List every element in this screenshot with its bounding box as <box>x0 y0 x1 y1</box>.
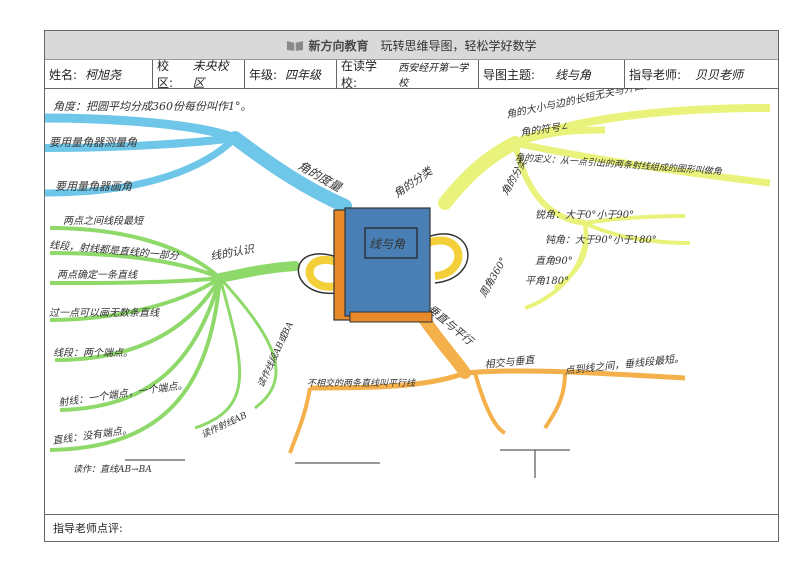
topic-value: 线与角 <box>555 67 592 82</box>
book-cover <box>344 207 431 317</box>
angles-item-4: 锐角：大于0°小于90° <box>535 209 634 221</box>
lines-item-6: 射线：一个端点，一个端点。 <box>58 379 188 409</box>
lines-branch-line-3 <box>49 276 221 285</box>
book-label-frame <box>364 227 418 259</box>
perp-item-1: 不相交的两条直线叫平行线 <box>307 378 416 389</box>
lines-branch-line-8 <box>194 277 242 430</box>
lines-item-1: 两点之间线段最短 <box>63 215 145 227</box>
perp-branch: 垂直与平行 不相交的两条直线叫平行线 相交与垂直 点到线之间，垂线段最短。 <box>288 302 686 478</box>
teacher-label: 指导老师: <box>629 67 682 82</box>
center-book: 线与角 <box>297 207 469 323</box>
lines-item-9: 读作射线AB <box>200 410 250 441</box>
angles-item-7: 平角180° <box>525 275 569 287</box>
slogan: 玩转思维导图，轻松学好数学 <box>380 38 537 53</box>
school-value: 西安经开第一学校 <box>398 63 469 89</box>
perp-branch-line-2 <box>288 387 312 454</box>
brand: 新方向教育 <box>286 37 369 54</box>
lines-branch-line-4 <box>49 276 222 322</box>
lines-item-8: 读作：直线AB→BA <box>73 464 152 475</box>
lines-item-4: 过一点可以画无数条直线 <box>49 307 160 319</box>
comment-row: 指导老师点评: <box>45 514 778 541</box>
measure-branch-line-1 <box>45 113 240 143</box>
mind-map: 角的度量 角度：把圆平均分成360份每份叫作1°。 要用量角器测量角 要用量角器… <box>45 88 771 478</box>
name-value: 柯旭尧 <box>85 67 122 82</box>
lines-branch-line-2 <box>49 251 221 280</box>
angles-title: 角的分类 <box>391 163 436 200</box>
campus-label: 校区: <box>157 59 174 90</box>
lines-branch-line-5 <box>54 276 222 362</box>
grade-value: 四年级 <box>285 67 322 82</box>
perp-branch-line-4 <box>543 372 567 430</box>
angles-branch-line-3 <box>514 139 771 187</box>
angles-branch-line-6 <box>584 221 691 245</box>
angles-item-5: 钝角：大于90°小于180° <box>545 234 657 246</box>
info-row: 姓名: 柯旭尧 校区: 未央校区 年级: 四年级 在读学校: 西安经开第一学校 … <box>45 59 778 90</box>
topic-label: 导图主题: <box>483 67 536 82</box>
book-left-handle-fill <box>305 255 342 291</box>
comment-label: 指导老师点评: <box>53 522 123 535</box>
book-pages <box>349 311 433 323</box>
lines-item-5: 线段：两个端点。 <box>53 347 133 359</box>
teacher-cell: 指导老师: 贝贝老师 <box>625 60 778 88</box>
angles-item-3: 角的定义：从一点引出的两条射线组成的图形叫做角 <box>515 152 723 177</box>
perp-branch-line-3 <box>464 368 686 381</box>
name-cell: 姓名: 柯旭尧 <box>45 60 153 88</box>
lines-title: 线的认识 <box>209 242 256 263</box>
lines-branch: 线的认识 两点之间线段最短 线段，射线都是直线的一部分 两点确定一条直线 过一点… <box>49 215 300 475</box>
book-title: 线与角 <box>369 237 406 251</box>
measure-item-3: 要用量角器画角 <box>55 180 133 193</box>
book-logo-icon <box>287 41 304 51</box>
angles-branch-main <box>438 136 522 210</box>
lines-branch-line-1 <box>49 226 222 280</box>
angles-branch-line-8 <box>524 222 588 310</box>
perp-branch-line-1 <box>309 370 466 391</box>
teacher-value: 贝贝老师 <box>695 67 744 82</box>
measure-branch-line-3 <box>45 134 239 197</box>
campus-cell: 校区: 未央校区 <box>153 59 245 90</box>
school-cell: 在读学校: 西安经开第一学校 <box>337 59 479 90</box>
lines-branch-main <box>215 261 300 283</box>
measure-item-1: 角度：把圆平均分成360份每份叫作1°。 <box>53 100 252 113</box>
angles-item-8: 周角360° <box>477 255 509 299</box>
lines-branch-line-9 <box>218 276 278 410</box>
campus-value: 未央校区 <box>192 59 229 90</box>
perp-branch-line-5 <box>473 372 507 435</box>
measure-item-2: 要用量角器测量角 <box>49 136 138 149</box>
measure-branch: 角的度量 角度：把圆平均分成360份每份叫作1°。 要用量角器测量角 要用量角器… <box>45 100 352 213</box>
measure-branch-main <box>228 131 352 213</box>
lines-item-7: 直线：没有端点。 <box>52 424 133 447</box>
book-right-handle <box>424 233 469 284</box>
school-label: 在读学校: <box>341 59 378 90</box>
angles-item-6: 直角90° <box>535 255 573 267</box>
grade-label: 年级: <box>249 67 278 82</box>
lines-branch-line-6 <box>59 277 222 412</box>
brand-name: 新方向教育 <box>308 38 369 53</box>
angles-branch-line-2 <box>513 126 606 147</box>
perp-item-2: 相交与垂直 <box>484 354 537 371</box>
angles-branch-line-4 <box>512 142 586 226</box>
book-right-handle-fill <box>423 236 463 280</box>
grade-cell: 年级: 四年级 <box>245 60 337 88</box>
topic-cell: 导图主题: 线与角 <box>479 60 625 88</box>
angles-branch-line-5 <box>584 214 686 225</box>
header-banner: 新方向教育 玩转思维导图，轻松学好数学 <box>45 31 778 60</box>
measure-branch-line-2 <box>45 134 239 152</box>
book-left-handle <box>297 253 341 294</box>
name-label: 姓名: <box>49 67 78 82</box>
lines-item-3: 两点确定一条直线 <box>57 269 138 281</box>
lines-branch-line-7 <box>49 277 222 452</box>
